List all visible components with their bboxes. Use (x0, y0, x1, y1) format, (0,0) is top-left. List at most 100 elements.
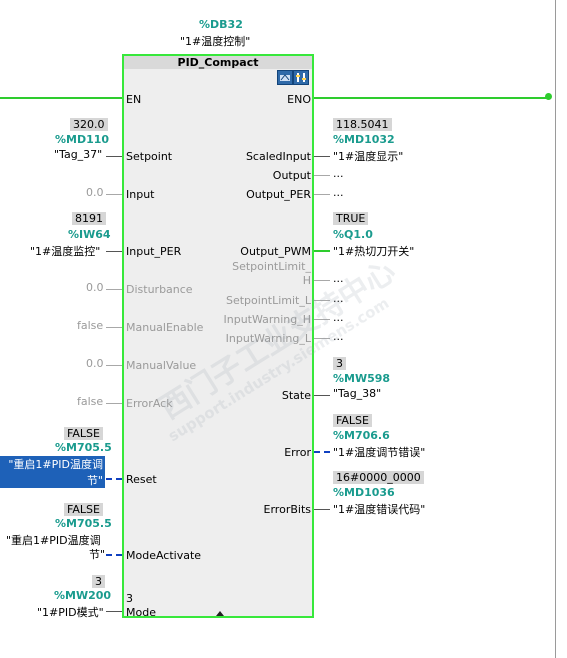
output-tag[interactable]: ... (333, 167, 344, 180)
input-per-wire (106, 251, 122, 252)
right-power-rail (555, 0, 556, 658)
reset-tag-selected[interactable]: "重启1#PID温度调 节" (0, 456, 105, 488)
scaled-input-wire (314, 156, 330, 157)
output-per-wire (314, 194, 330, 195)
block-title: PID_Compact (124, 56, 312, 69)
output-pwm-value: TRUE (333, 212, 369, 225)
mode-tag[interactable]: "1#PID模式" (37, 606, 104, 619)
pin-mode-activate[interactable]: ModeActivate (126, 549, 202, 562)
input-warning-h-wire (314, 319, 330, 320)
instance-db-address: %DB32 (199, 18, 243, 31)
pin-mode[interactable]: Mode (126, 606, 156, 619)
pin-eno[interactable]: ENO (287, 93, 311, 106)
state-value: 3 (333, 357, 346, 370)
reset-tag-line2: 节" (86, 474, 103, 487)
pin-input-warning-h[interactable]: InputWarning_H (223, 313, 311, 326)
input-warning-l-wire (314, 338, 330, 339)
state-tag[interactable]: "Tag_38" (333, 387, 382, 400)
error-value: FALSE (333, 414, 372, 427)
error-ack-wire (106, 403, 122, 404)
pin-input-warning-l[interactable]: InputWarning_L (225, 332, 311, 345)
setpoint-limit-h-tag[interactable]: ... (333, 272, 344, 285)
eno-connector-dot (545, 93, 552, 100)
setpoint-limit-l-wire (314, 300, 330, 301)
input-per-tag[interactable]: "1#温度监控" (30, 245, 101, 258)
error-bits-address: %MD1036 (333, 486, 395, 499)
scaled-input-value: 118.5041 (333, 118, 392, 131)
manual-value-wire (106, 365, 122, 366)
setpoint-wire (106, 156, 122, 157)
input-wire (106, 194, 122, 195)
pin-reset[interactable]: Reset (126, 473, 157, 486)
manual-value-value[interactable]: 0.0 (86, 357, 104, 370)
output-pwm-tag[interactable]: "1#热切刀开关" (333, 245, 415, 258)
pin-manual-value[interactable]: ManualValue (126, 359, 197, 372)
block-info-icon[interactable] (277, 70, 293, 85)
scaled-input-address: %MD1032 (333, 133, 395, 146)
pin-setpoint-limit-l[interactable]: SetpointLimit_L (225, 294, 311, 307)
setpoint-value: 320.0 (70, 118, 108, 131)
output-pwm-wire (314, 250, 330, 252)
block-settings-icon[interactable] (293, 70, 309, 85)
error-bits-wire (314, 509, 330, 510)
pin-output[interactable]: Output (272, 169, 311, 182)
pin-error-ack[interactable]: ErrorAck (126, 397, 173, 410)
mode-activate-address: %M705.5 (55, 517, 112, 530)
output-pwm-address: %Q1.0 (333, 228, 373, 241)
error-wire (314, 451, 330, 453)
manual-enable-value[interactable]: false (77, 319, 104, 332)
mode-activate-value: FALSE (64, 503, 103, 516)
input-per-value: 8191 (72, 212, 106, 225)
scaled-input-tag[interactable]: "1#温度显示" (333, 150, 404, 163)
eno-power-wire (314, 97, 548, 99)
expand-arrow-icon[interactable] (216, 611, 224, 616)
setpoint-address: %MD110 (55, 133, 110, 146)
pin-output-per[interactable]: Output_PER (246, 188, 311, 201)
pin-error[interactable]: Error (284, 446, 311, 459)
output-per-tag[interactable]: ... (333, 186, 344, 199)
error-address: %M706.6 (333, 429, 390, 442)
pin-scaled-input[interactable]: ScaledInput (245, 150, 311, 163)
error-bits-value: 16#0000_0000 (333, 471, 424, 484)
en-power-wire (0, 97, 122, 99)
error-tag[interactable]: "1#温度调节错误" (333, 446, 426, 459)
reset-wire (106, 478, 122, 480)
pin-disturbance[interactable]: Disturbance (126, 283, 193, 296)
pin-manual-enable[interactable]: ManualEnable (126, 321, 204, 334)
pin-setpoint-limit-h-line1[interactable]: SetpointLimit_ (232, 260, 311, 273)
pin-output-pwm[interactable]: Output_PWM (240, 245, 311, 258)
setpoint-limit-h-wire (314, 280, 330, 281)
reset-address: %M705.5 (55, 441, 112, 454)
mode-activate-tag-line2[interactable]: 节" (89, 548, 106, 561)
input-value[interactable]: 0.0 (86, 186, 104, 199)
input-warning-h-tag[interactable]: ... (333, 311, 344, 324)
error-bits-tag[interactable]: "1#温度错误代码" (333, 503, 426, 516)
input-per-address: %IW64 (68, 228, 111, 241)
manual-enable-wire (106, 327, 122, 328)
reset-value: FALSE (64, 427, 103, 440)
mode-activate-wire (106, 554, 122, 556)
pid-compact-block[interactable]: PID_Compact (122, 54, 314, 618)
mode-value: 3 (92, 575, 105, 588)
output-wire (314, 175, 330, 176)
disturbance-value[interactable]: 0.0 (86, 281, 104, 294)
mode-activate-tag-line1[interactable]: "重启1#PID温度调 (6, 534, 101, 547)
pin-input-per[interactable]: Input_PER (126, 245, 182, 258)
setpoint-tag[interactable]: "Tag_37" (54, 148, 103, 161)
pin-state[interactable]: State (281, 389, 311, 402)
disturbance-wire (106, 289, 122, 290)
error-ack-value[interactable]: false (77, 395, 104, 408)
pin-mode-inner-value: 3 (126, 592, 133, 605)
state-address: %MW598 (333, 372, 391, 385)
instance-db-name[interactable]: "1#温度控制" (180, 35, 251, 48)
pin-en[interactable]: EN (126, 93, 142, 106)
pin-setpoint[interactable]: Setpoint (126, 150, 173, 163)
pin-input[interactable]: Input (126, 188, 155, 201)
pin-error-bits[interactable]: ErrorBits (263, 503, 311, 516)
mode-wire (106, 611, 122, 612)
setpoint-limit-l-tag[interactable]: ... (333, 292, 344, 305)
mode-address: %MW200 (54, 589, 112, 602)
input-warning-l-tag[interactable]: ... (333, 330, 344, 343)
pin-setpoint-limit-h-line2[interactable]: H (302, 274, 311, 287)
reset-tag-line1: "重启1#PID温度调 (8, 458, 103, 471)
